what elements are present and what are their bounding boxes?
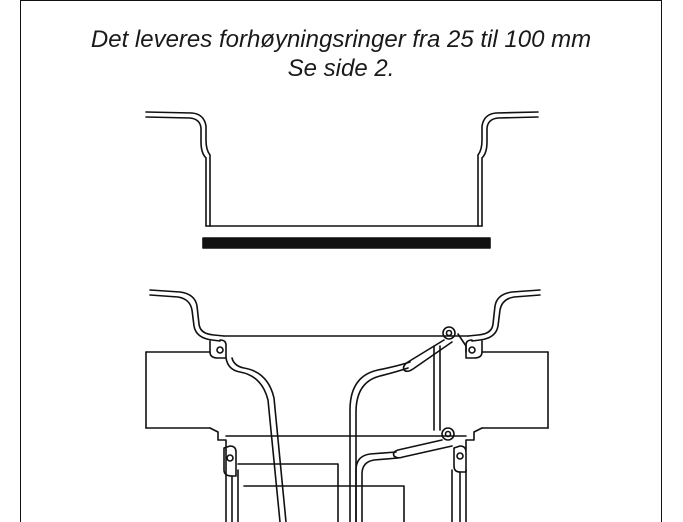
extension-ring	[145, 111, 539, 227]
caption-line-2: Se side 2.	[287, 55, 395, 82]
drain-body	[145, 289, 549, 522]
caption-line-1: Det leveres forhøyningsringer fra 25 til…	[90, 26, 592, 53]
gasket-bar	[202, 237, 491, 249]
diagram-frame	[20, 0, 662, 522]
